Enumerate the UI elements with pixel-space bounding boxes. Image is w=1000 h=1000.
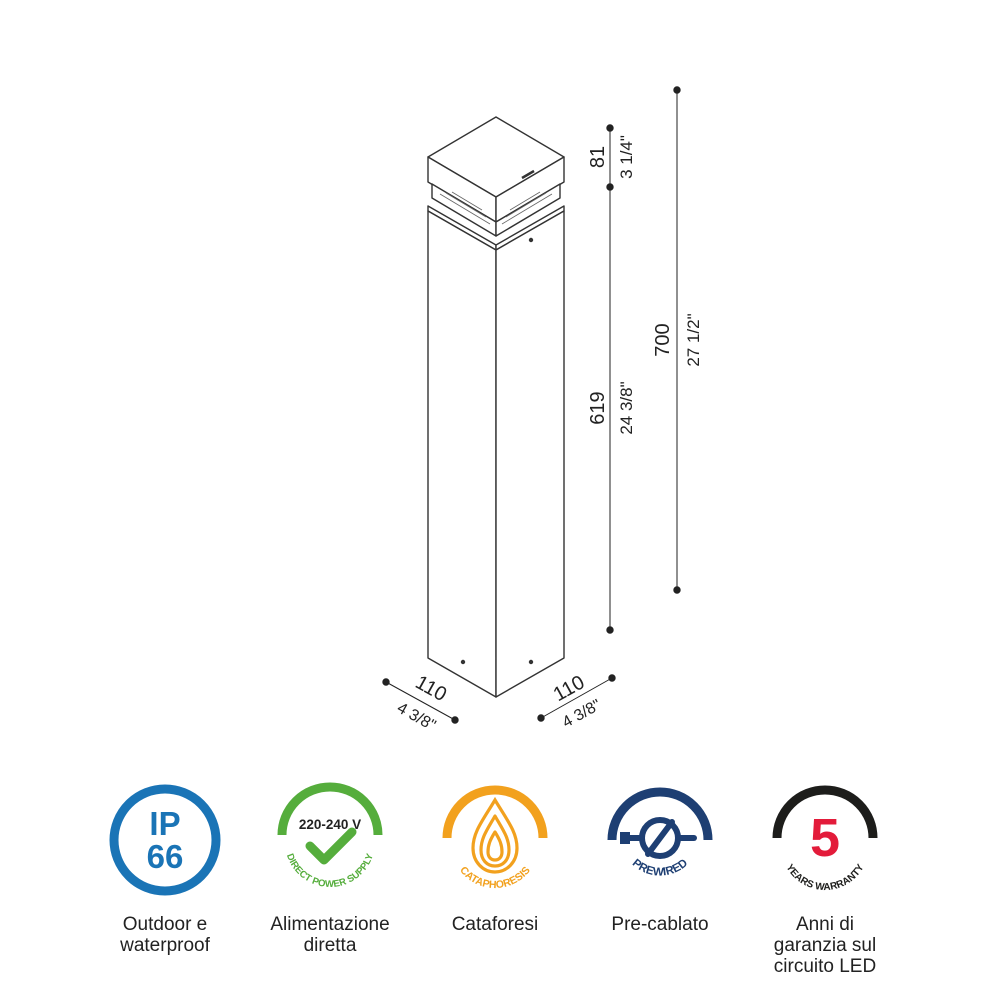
- head-height-in-label: 3 1/4": [617, 135, 636, 179]
- svg-text:CATAPHORESIS: CATAPHORESIS: [457, 864, 532, 891]
- width-left-mm-label: 110: [412, 671, 451, 706]
- dps-voltage: 220-240 V: [299, 817, 361, 832]
- technical-drawing: 700 27 1/2" 81 3 1/4" 619 24 3/8" 110 4 …: [382, 86, 703, 735]
- bollard-cap-right: [495, 156, 565, 223]
- plug-cable-icon: [623, 817, 697, 859]
- check-icon: [305, 827, 357, 865]
- prewired-caption: Pre-cablato: [611, 914, 709, 935]
- prewired-arc-text: PREWIRED: [630, 857, 690, 879]
- prewired-icon: PREWIRED: [607, 787, 713, 879]
- ip66-line2: 66: [147, 838, 184, 875]
- warranty-icon: 5 YEARS WARRANTY: [772, 785, 878, 893]
- cataphoresis-caption: Cataforesi: [451, 914, 539, 935]
- cataphoresis-arc-text: CATAPHORESIS: [457, 864, 532, 891]
- dimension-lines: [382, 86, 681, 724]
- direct-power-caption: Alimentazione diretta: [270, 914, 390, 956]
- bollard-diffuser-right: [495, 183, 561, 237]
- svg-text:PREWIRED: PREWIRED: [630, 857, 690, 879]
- ip66-caption: Outdoor e waterproof: [120, 914, 210, 956]
- warranty-number: 5: [810, 808, 840, 868]
- body-height-in-label: 24 3/8": [617, 381, 636, 434]
- total-height-in-label: 27 1/2": [684, 313, 703, 366]
- direct-power-supply-icon: 220-240 V DIRECT POWER SUPPLY: [277, 782, 383, 890]
- width-left-in-label: 4 3/8": [394, 700, 438, 735]
- flame-drop-icon: [471, 796, 519, 874]
- width-right-mm-label: 110: [550, 671, 589, 706]
- head-height-mm-label: 81: [587, 146, 609, 168]
- warranty-caption: Anni di garanzia sul circuito LED: [773, 914, 877, 977]
- ip66-line1: IP: [149, 805, 180, 842]
- cataphoresis-icon: CATAPHORESIS: [442, 785, 548, 891]
- bollard-body-left: [427, 210, 497, 698]
- bollard-body-right: [495, 210, 565, 698]
- body-height-mm-label: 619: [587, 391, 609, 424]
- bollard-illustration: [427, 116, 565, 698]
- total-height-mm-label: 700: [652, 323, 674, 356]
- ip66-icon: IP 66: [109, 784, 221, 896]
